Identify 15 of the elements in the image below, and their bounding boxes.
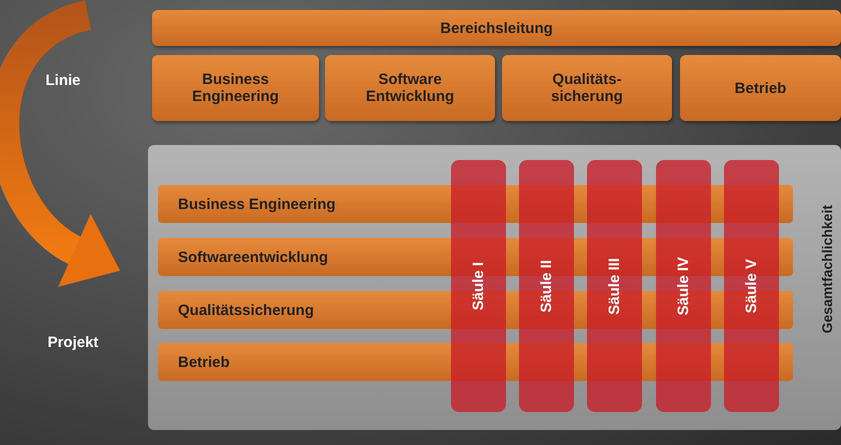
column-bar: [656, 160, 711, 412]
text-label: Linie: [28, 60, 98, 100]
matrix-panel: [148, 145, 841, 430]
column-bar: [724, 160, 779, 412]
panel-title: Gesamtfachlichkeit: [819, 205, 835, 334]
department-box: Business Engineering: [152, 55, 319, 121]
curved-arrow: [0, 0, 118, 284]
department-box: Qualitäts- sicherung: [502, 55, 672, 121]
column-bar: [451, 160, 506, 412]
column-bar: [587, 160, 642, 412]
department-box: Software Entwicklung: [325, 55, 495, 121]
department-box: Betrieb: [680, 55, 841, 121]
text-label: Projekt: [28, 322, 118, 362]
column-bar: [519, 160, 574, 412]
header-box: Bereichsleitung: [152, 10, 841, 46]
